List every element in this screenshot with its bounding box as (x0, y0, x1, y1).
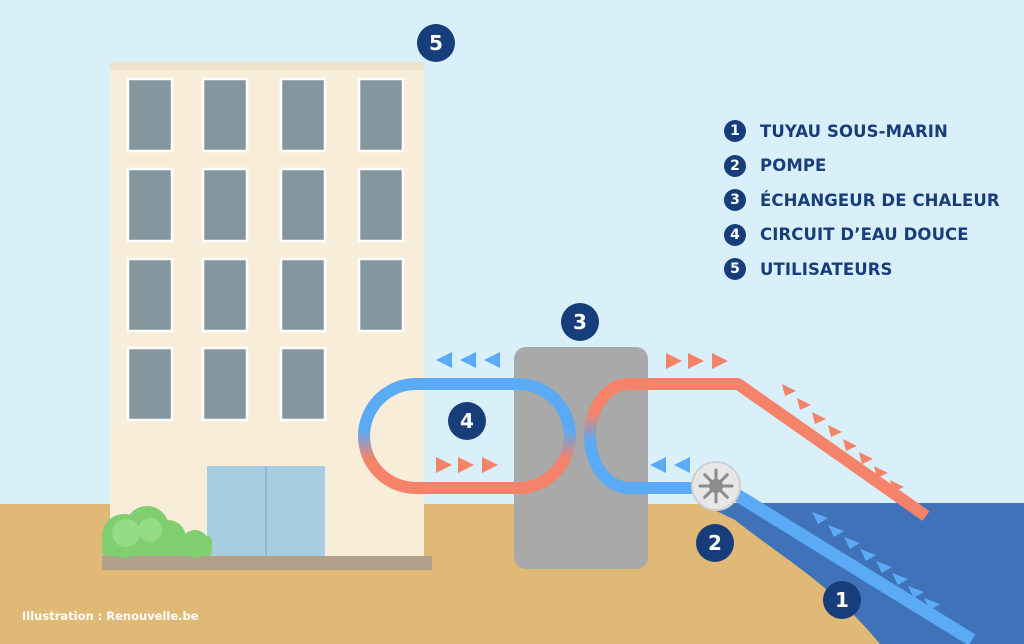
legend-number: 3 (724, 189, 746, 212)
marker-pipe: 1 (823, 581, 861, 619)
legend-label: TUYAU SOUS-MARIN (760, 121, 948, 141)
marker-pump-number: 2 (708, 531, 722, 555)
flow-arrows-warm-bottom (436, 457, 498, 473)
flow-arrows-warm-top (666, 353, 728, 369)
marker-exchanger: 3 (561, 303, 599, 341)
flow-arrows-cold-top (436, 352, 500, 368)
heat-exchanger (514, 347, 648, 569)
legend-label: POMPE (760, 156, 827, 176)
marker-users: 5 (417, 24, 455, 62)
legend-label: CIRCUIT D’EAU DOUCE (760, 225, 969, 245)
submarine-pipe (728, 486, 976, 644)
building-door (207, 466, 325, 558)
bush-highlight (112, 518, 162, 547)
legend-number: 5 (724, 258, 746, 281)
marker-pump: 2 (696, 524, 734, 562)
legend-number: 4 (724, 223, 746, 246)
legend-item: 3 ÉCHANGEUR DE CHALEUR (724, 183, 1014, 218)
legend-item: 1 TUYAU SOUS-MARIN (724, 114, 1014, 149)
legend-item: 5 UTILISATEURS (724, 252, 1014, 287)
flow-arrows-submarine (812, 512, 940, 610)
fresh-water-loop (358, 378, 576, 494)
flow-arrows-cold-pump (650, 457, 690, 473)
building (102, 62, 432, 570)
flow-arrows-warm-outlet (782, 384, 904, 492)
legend-number: 2 (724, 154, 746, 177)
illustration-credit: Illustration : Renouvelle.be (22, 609, 199, 623)
legend-label: UTILISATEURS (760, 259, 893, 279)
legend-item: 4 CIRCUIT D’EAU DOUCE (724, 218, 1014, 253)
pump (691, 461, 741, 511)
marker-pipe-number: 1 (835, 588, 849, 612)
exchanger-loop (583, 378, 631, 494)
marker-users-number: 5 (429, 31, 443, 55)
warm-outlet-pipe (628, 378, 930, 521)
marker-exchanger-number: 3 (573, 310, 587, 334)
legend: 1 TUYAU SOUS-MARIN 2 POMPE 3 ÉCHANGEUR D… (724, 114, 1014, 287)
building-base (102, 556, 432, 570)
marker-circuit-number: 4 (460, 409, 474, 433)
marker-circuit: 4 (448, 402, 486, 440)
legend-number: 1 (724, 120, 746, 143)
legend-label: ÉCHANGEUR DE CHALEUR (760, 190, 1000, 210)
building-windows (126, 77, 405, 422)
legend-item: 2 POMPE (724, 149, 1014, 184)
